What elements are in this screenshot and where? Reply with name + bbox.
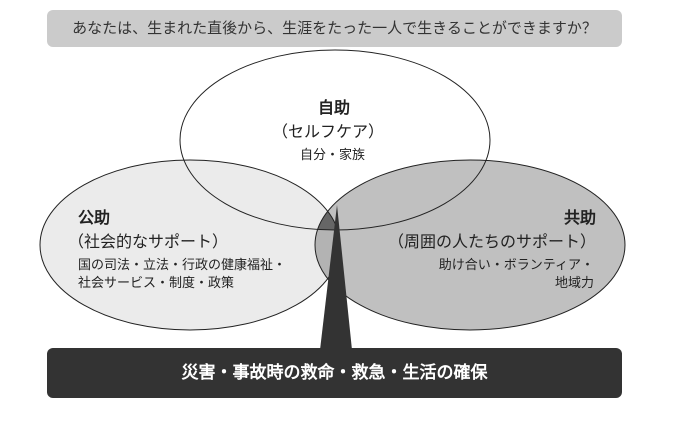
question-banner: あなたは、生まれた直後から、生涯をたった一人で生きることができますか？ bbox=[47, 10, 622, 47]
self-help-title: 自助 bbox=[318, 98, 351, 117]
public-help-desc-2: 社会サービス・制度・政策 bbox=[78, 276, 235, 291]
bottom-banner: 災害・事故時の救命・救急・生活の確保 bbox=[47, 348, 622, 398]
pointer-triangle bbox=[320, 205, 352, 350]
self-help-desc: 自分・家族 bbox=[300, 148, 366, 163]
public-help-title: 公助 bbox=[78, 208, 111, 227]
mutual-help-desc-1: 助け合い・ボランティア・ bbox=[438, 258, 594, 273]
self-help-subtitle: （セルフケア） bbox=[272, 122, 385, 141]
mutual-help-title: 共助 bbox=[563, 208, 596, 227]
mutual-help-desc-2: 地域力 bbox=[554, 276, 594, 291]
public-help-circle bbox=[40, 160, 340, 330]
public-help-desc-1: 国の司法・立法・行政の健康福祉・ bbox=[78, 258, 287, 273]
public-help-subtitle: （社会的なサポート） bbox=[68, 232, 229, 251]
mutual-help-subtitle: （周囲の人たちのサポート） bbox=[387, 232, 596, 251]
mutual-help-circle bbox=[315, 160, 625, 330]
